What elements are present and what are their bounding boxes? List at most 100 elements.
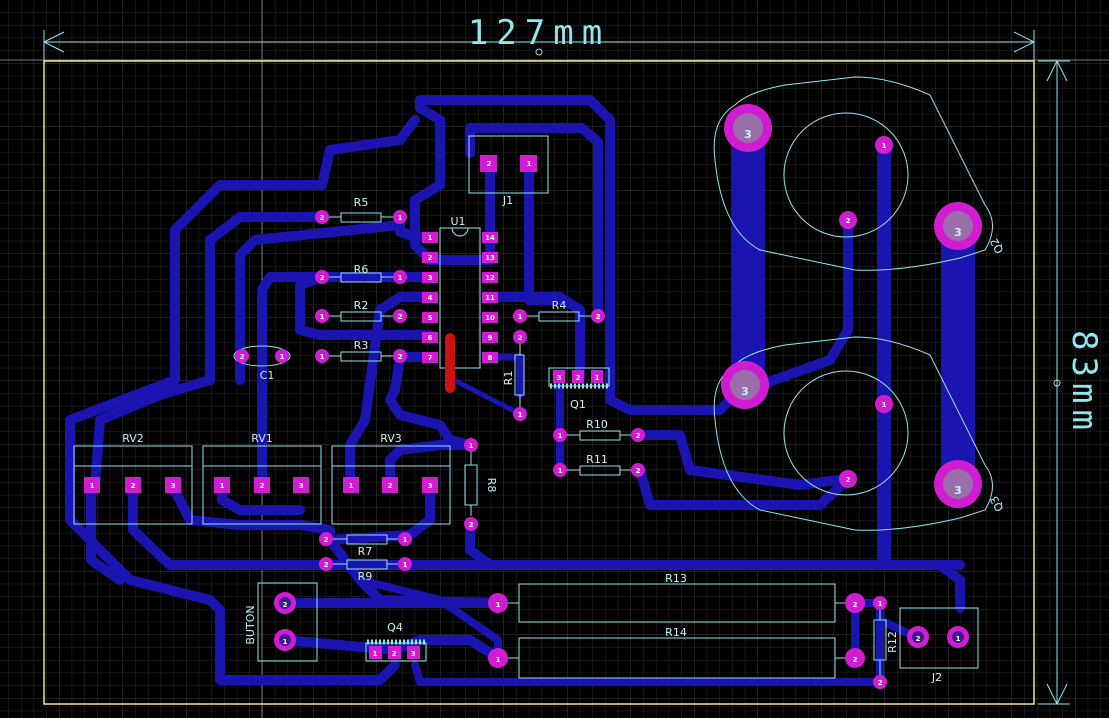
svg-text:1: 1 xyxy=(320,313,325,321)
q2-outline xyxy=(713,76,993,271)
q2-pad-1[interactable] xyxy=(875,136,893,154)
component-labels: R5 R6 R2 R3 R4 R1 R10 R11 R8 R7 R9 R13 R… xyxy=(122,194,1006,684)
svg-text:2: 2 xyxy=(324,536,329,544)
q2-pad-2[interactable] xyxy=(839,211,857,229)
svg-text:2: 2 xyxy=(636,467,641,475)
q2-pad-3a-label: 3 xyxy=(744,128,752,141)
svg-text:1: 1 xyxy=(398,214,403,222)
c1-outline xyxy=(233,345,291,367)
label-r14: R14 xyxy=(665,626,687,639)
svg-text:2: 2 xyxy=(398,313,403,321)
svg-text:1: 1 xyxy=(956,635,961,643)
svg-text:2: 2 xyxy=(320,214,325,222)
svg-text:2: 2 xyxy=(324,561,329,569)
svg-text:1: 1 xyxy=(518,411,523,419)
u1-notch xyxy=(451,227,469,237)
q3-pad-2-label: 2 xyxy=(846,476,851,484)
resistor-bodies xyxy=(329,212,887,679)
label-r9: R9 xyxy=(358,570,373,583)
svg-text:1: 1 xyxy=(220,482,225,490)
q2-pad-1-label: 1 xyxy=(882,142,887,150)
q2-pads: 3 3 1 2 xyxy=(724,104,982,250)
q3-pads: 3 3 1 2 xyxy=(721,361,982,508)
q2-pad-2-label: 2 xyxy=(846,217,851,225)
svg-text:2: 2 xyxy=(469,521,474,529)
q3-pad-1[interactable] xyxy=(875,395,893,413)
svg-text:1: 1 xyxy=(469,442,474,450)
svg-text:1: 1 xyxy=(595,374,600,382)
label-buton: BUTON xyxy=(244,605,257,644)
svg-text:2: 2 xyxy=(320,274,325,282)
height-dimension-label: 83mm xyxy=(1064,330,1104,436)
svg-text:6: 6 xyxy=(428,334,433,342)
q2-pad-3b-label: 3 xyxy=(954,226,962,239)
svg-text:1: 1 xyxy=(558,432,563,440)
svg-text:2: 2 xyxy=(283,601,288,609)
svg-text:13: 13 xyxy=(485,254,495,262)
svg-text:2: 2 xyxy=(878,679,883,687)
jumper-wire xyxy=(445,333,455,393)
q3-pad-2[interactable] xyxy=(839,470,857,488)
svg-text:1: 1 xyxy=(373,650,378,658)
rv1-outline xyxy=(202,445,322,525)
q1-pads: 3 2 1 xyxy=(553,370,603,383)
resistor-pads: 2 1 2 1 1 2 1 2 2 1 1 2 2 1 1 2 1 2 1 2 … xyxy=(235,210,887,689)
svg-text:8: 8 xyxy=(488,354,493,362)
j2-pads: 2 1 xyxy=(907,626,969,648)
svg-text:2: 2 xyxy=(398,353,403,361)
buton-outline xyxy=(257,582,318,662)
u1-outline xyxy=(439,227,481,369)
svg-text:2: 2 xyxy=(518,334,523,342)
label-r6: R6 xyxy=(354,263,369,276)
label-r5: R5 xyxy=(354,196,369,209)
u1-pads: 1 2 3 4 5 6 7 8 9 10 11 12 13 14 xyxy=(422,232,498,363)
j1-outline xyxy=(468,135,549,194)
svg-text:2: 2 xyxy=(853,601,858,609)
svg-text:7: 7 xyxy=(428,354,433,362)
svg-text:1: 1 xyxy=(428,234,433,242)
svg-text:1: 1 xyxy=(496,656,501,664)
label-q4: Q4 xyxy=(387,621,403,634)
label-r12: R12 xyxy=(886,631,899,653)
svg-text:12: 12 xyxy=(485,274,495,282)
label-c1: C1 xyxy=(260,369,275,382)
label-r1: R1 xyxy=(502,371,515,386)
svg-text:2: 2 xyxy=(576,374,581,382)
svg-text:2: 2 xyxy=(131,482,136,490)
svg-text:1: 1 xyxy=(878,600,883,608)
label-q1: Q1 xyxy=(570,398,586,411)
svg-text:1: 1 xyxy=(320,353,325,361)
q3-outline xyxy=(713,336,993,531)
svg-text:2: 2 xyxy=(636,432,641,440)
svg-text:3: 3 xyxy=(428,274,433,282)
label-r8: R8 xyxy=(485,478,498,493)
svg-text:2: 2 xyxy=(240,353,245,361)
q3-pad-3b-label: 3 xyxy=(954,484,962,497)
svg-text:1: 1 xyxy=(283,638,288,646)
power-resistor-pads: 1 2 1 2 xyxy=(488,593,865,668)
svg-text:3: 3 xyxy=(557,374,562,382)
label-rv3: RV3 xyxy=(380,432,402,445)
svg-text:2: 2 xyxy=(853,656,858,664)
rv3-outline xyxy=(331,445,451,525)
svg-text:1: 1 xyxy=(558,467,563,475)
svg-text:1: 1 xyxy=(280,353,285,361)
svg-text:14: 14 xyxy=(485,234,495,242)
rv2-outline xyxy=(73,445,193,525)
label-r10: R10 xyxy=(586,418,608,431)
svg-text:1: 1 xyxy=(90,482,95,490)
label-r7: R7 xyxy=(358,545,373,558)
label-r11: R11 xyxy=(586,453,608,466)
buton-pads: 2 1 xyxy=(274,592,296,651)
svg-text:2: 2 xyxy=(596,313,601,321)
rv-pads: 1 2 3 1 2 3 1 2 3 xyxy=(84,477,438,493)
label-r4: R4 xyxy=(552,299,567,312)
label-rv1: RV1 xyxy=(251,432,273,445)
svg-text:1: 1 xyxy=(403,561,408,569)
svg-text:4: 4 xyxy=(428,294,433,302)
svg-text:1: 1 xyxy=(518,313,523,321)
svg-text:5: 5 xyxy=(428,314,433,322)
svg-text:2: 2 xyxy=(487,160,492,168)
label-j1: J1 xyxy=(502,194,513,207)
